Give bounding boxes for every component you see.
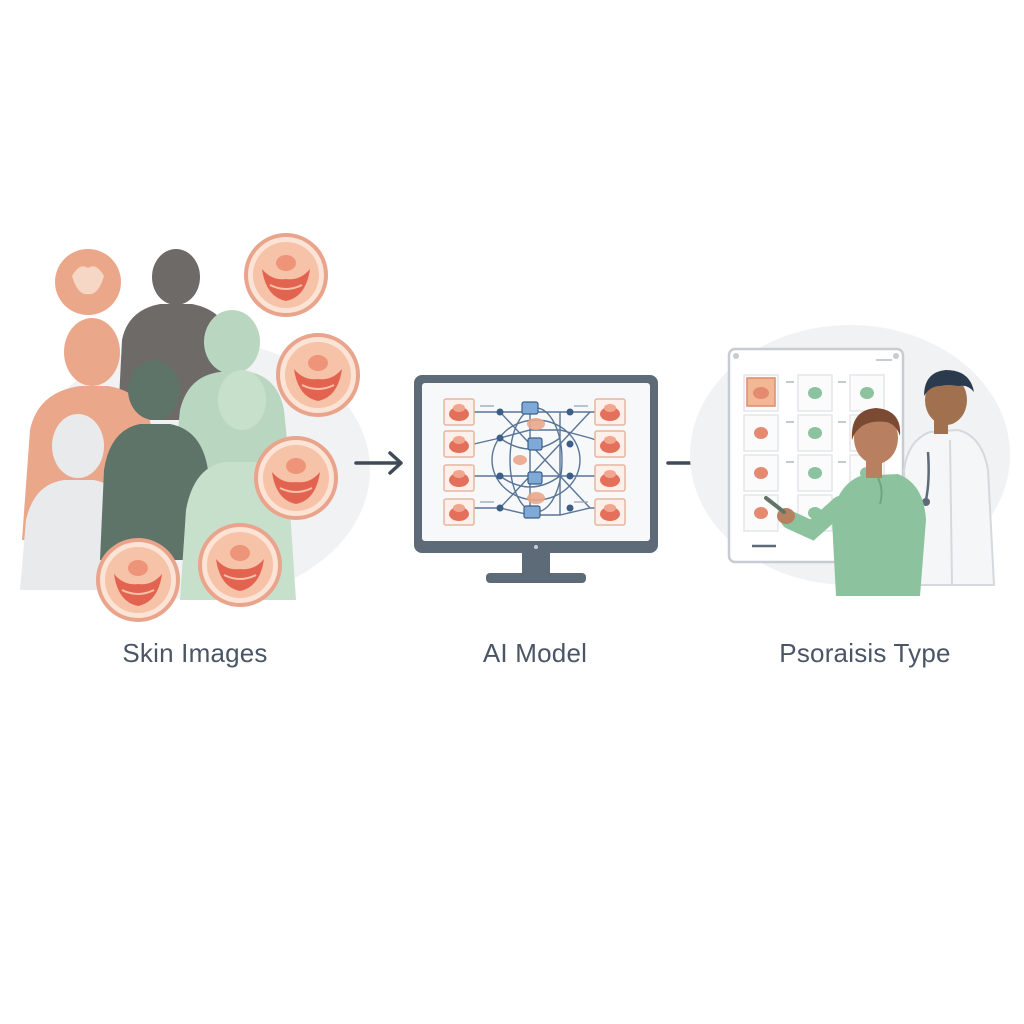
skin-lesion-circle — [198, 523, 282, 607]
psoriasis-type-stage — [690, 325, 1010, 596]
input-thumbnail — [443, 398, 475, 426]
neural-network-diagram — [473, 401, 609, 519]
output-thumbnail — [594, 464, 626, 492]
input-thumbnail — [443, 498, 475, 526]
skin-lesion-circle — [96, 538, 180, 622]
input-thumbnail — [443, 430, 475, 458]
step-label-skin-images: Skin Images — [122, 638, 268, 668]
skin-lesion-circle-small — [55, 249, 121, 315]
skin-lesion-circle — [244, 233, 328, 317]
person-silhouette-dark-green — [100, 360, 212, 560]
ai-model-stage — [414, 375, 658, 583]
step-label-ai-model: AI Model — [482, 638, 588, 668]
doctor — [902, 370, 996, 586]
step-label-psoriasis-type: Psoraisis Type — [779, 638, 951, 668]
arrow-right-icon — [354, 451, 403, 475]
patient — [764, 408, 926, 596]
output-thumbnail — [594, 430, 626, 458]
skin-lesion-circle — [254, 436, 338, 520]
output-thumbnail — [594, 398, 626, 426]
output-thumbnail — [594, 498, 626, 526]
skin-images-stage — [20, 233, 370, 622]
input-thumbnail — [443, 464, 475, 492]
skin-lesion-circle — [276, 333, 360, 417]
